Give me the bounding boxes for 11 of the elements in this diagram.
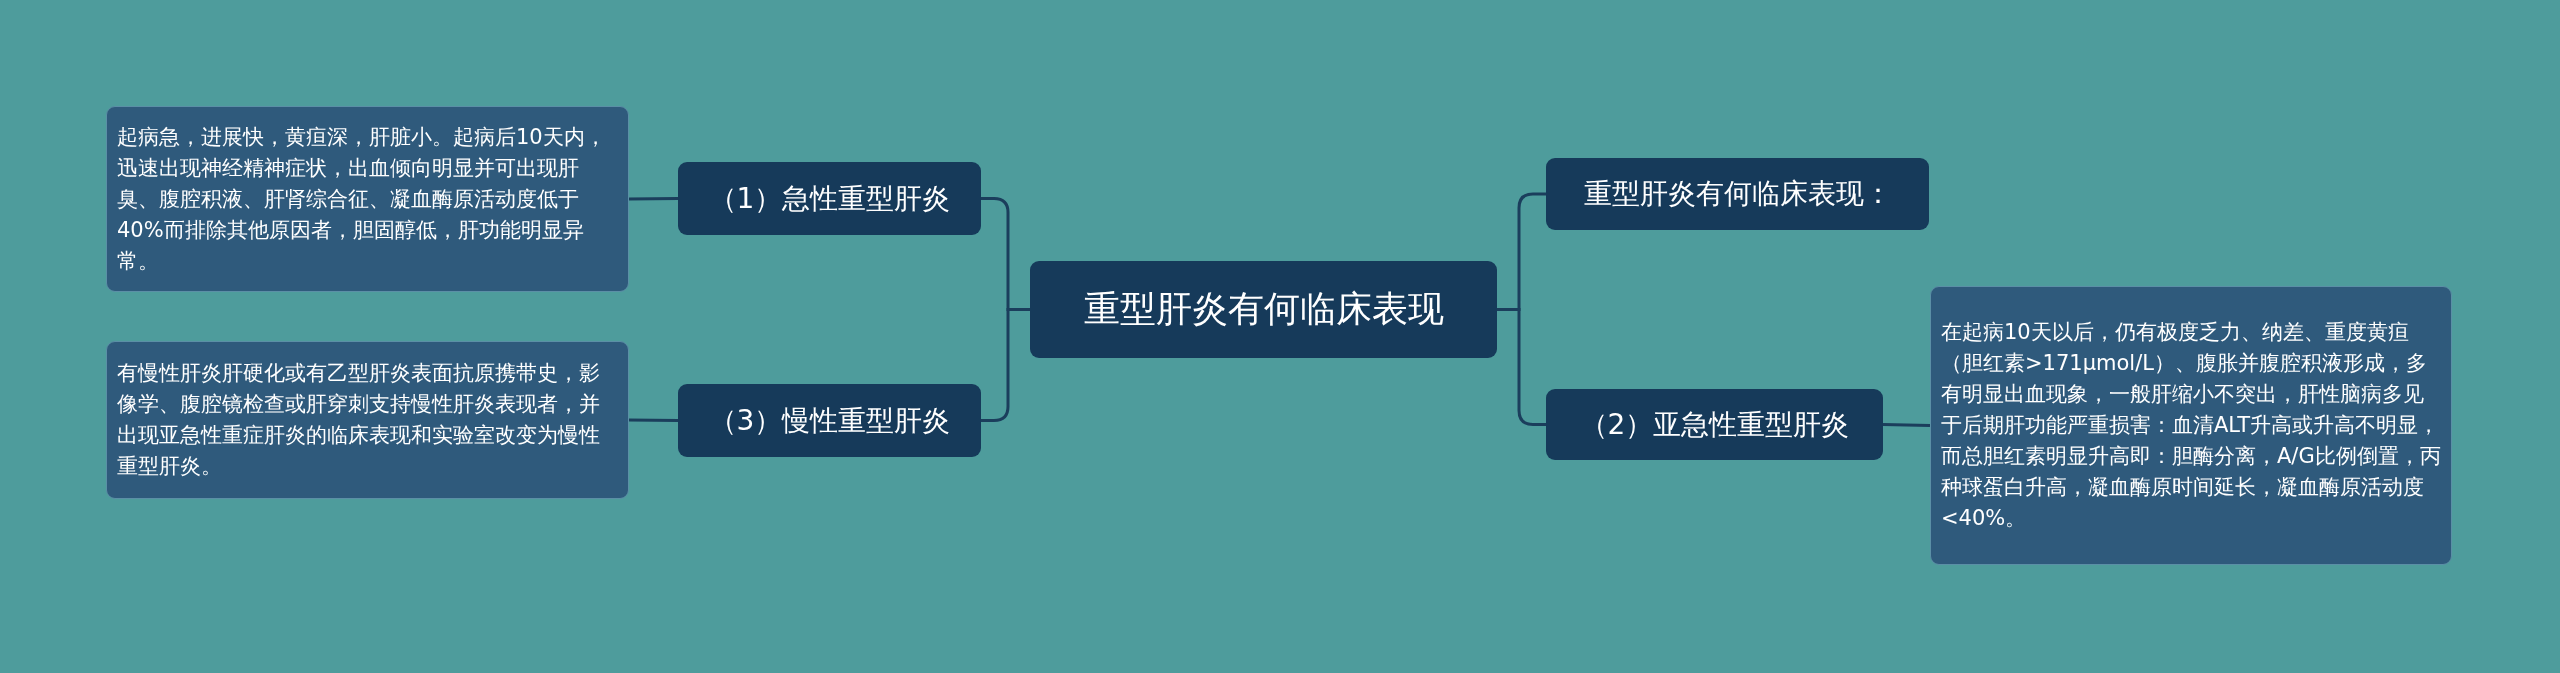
topic-box: 重型肝炎有何临床表现：	[1546, 158, 1929, 230]
connector-line	[629, 418, 678, 422]
connector-line	[1882, 423, 1931, 427]
connector-line	[629, 197, 678, 201]
topic-box: （2）亚急性重型肝炎	[1546, 389, 1883, 460]
note-box: 在起病10天以后，仍有极度乏力、纳差、重度黄疸（胆红素>171μmol/L）、腹胀并腹腔积液形成，多有明显出血现象，一般肝缩小不突出，肝性脑病多见于后期肝功能严重损害：血清ALT升高或升高不明显，而总胆红素明显升高即：胆酶分离，A/G比例倒置，丙种球蛋白升高，凝血酶原时间延长，凝血酶原活动度<40%。	[1930, 286, 2452, 565]
topic-box: （1）急性重型肝炎	[678, 162, 981, 235]
note-box: 起病急，进展快，黄疸深，肝脏小。起病后10天内，迅速出现神经精神症状，出血倾向明显并可出现肝臭、腹腔积液、肝肾综合征、凝血酶原活动度低于40%而排除其他原因者，胆固醇低，肝功能明显异常。	[106, 106, 629, 292]
central-topic-box: 重型肝炎有何临床表现	[1030, 261, 1497, 358]
note-box: 有慢性肝炎肝硬化或有乙型肝炎表面抗原携带史，影像学、腹腔镜检查或肝穿刺支持慢性肝炎表现者，并出现亚急性重症肝炎的临床表现和实验室改变为慢性重型肝炎。	[106, 341, 629, 499]
topic-box: （3）慢性重型肝炎	[678, 384, 981, 457]
